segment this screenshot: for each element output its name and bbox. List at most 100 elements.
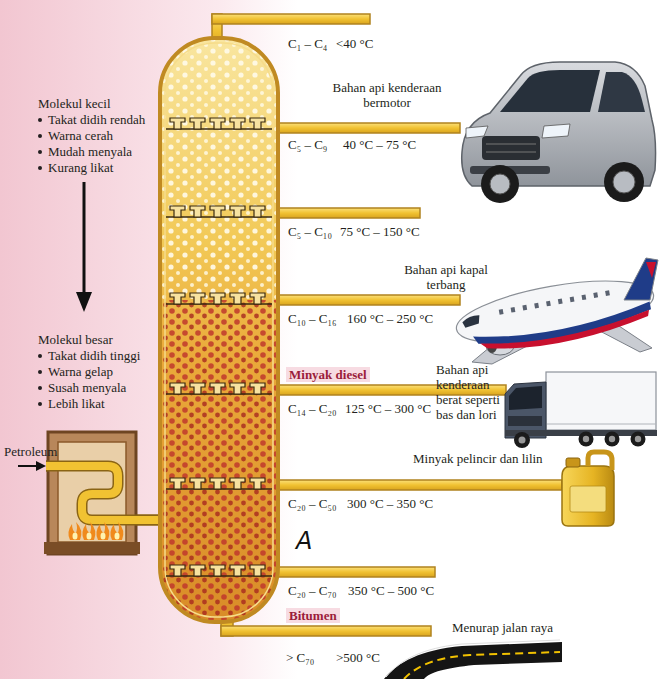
bubble-cap (170, 206, 185, 217)
bubble-cap (170, 118, 185, 129)
label-slot: A (296, 528, 312, 554)
column-label: C₂₀ – C₅₀ (288, 496, 336, 511)
label-slot: Bitumen (286, 608, 340, 623)
label-slot: Bahan api kenderaan bermotor (322, 80, 452, 110)
column-label: C₅ – C₁₀ (288, 224, 332, 239)
property-item: Lebih likat (48, 396, 105, 411)
car-illustration (462, 62, 656, 203)
label-slot: C₁₄ – C₂₀ (288, 401, 336, 416)
bubble-cap (250, 478, 265, 489)
bullet-dot (38, 118, 42, 122)
bubble-cap (250, 206, 265, 217)
bubble-cap (250, 293, 265, 304)
label-slot: C₁ – C₄ (288, 36, 327, 51)
label-slot: 350 °C – 500 °C (348, 583, 434, 598)
column-label: 125 °C – 300 °C (345, 401, 431, 416)
column-label: C₅ – C₉ (288, 137, 327, 152)
handwritten-mark: A (296, 527, 312, 555)
truck-illustration (505, 372, 657, 448)
label-slot: Warna cerah (38, 128, 113, 143)
bubble-cap (230, 565, 245, 576)
label-slot: > C₇₀ (286, 650, 314, 665)
use-caption: Bahan api kapal terbang (404, 262, 488, 292)
column-label: 300 °C – 350 °C (347, 496, 433, 511)
burner-flames (68, 522, 123, 540)
label-slot: >500 °C (336, 650, 380, 665)
bubble-cap (230, 383, 245, 394)
bubble-cap (190, 478, 205, 489)
property-item: Takat didih rendah (48, 112, 145, 127)
bullet-dot (38, 354, 42, 358)
column-label: 40 °C – 75 °C (343, 137, 416, 152)
column-label: Molekul besar (38, 332, 113, 347)
use-caption: Bahan api kenderaan bermotor (332, 80, 441, 110)
label-slot: Takat didih tinggi (38, 348, 140, 363)
property-item: Kurang likat (48, 160, 113, 175)
bullet-dot (38, 386, 42, 390)
use-caption: Bahan api kenderaan berat seperti bas da… (436, 362, 500, 422)
column-label: 75 °C – 150 °C (340, 224, 420, 239)
label-slot: Warna gelap (38, 364, 113, 379)
bullet-dot (38, 402, 42, 406)
bubble-cap (210, 293, 225, 304)
bubble-cap (170, 293, 185, 304)
bubble-cap (250, 383, 265, 394)
bubble-cap (230, 118, 245, 129)
column-label: 350 °C – 500 °C (348, 583, 434, 598)
bubble-cap (210, 206, 225, 217)
label-slot: <40 °C (336, 36, 373, 51)
bubble-cap-trays (166, 118, 272, 576)
bubble-cap (230, 293, 245, 304)
label-slot: Menurap jalan raya (452, 620, 553, 635)
bubble-cap (170, 383, 185, 394)
label-slot: Molekul kecil (38, 96, 111, 111)
product-name: Minyak diesel (286, 367, 370, 382)
bubble-cap (190, 565, 205, 576)
furnace-coil (46, 466, 162, 520)
column-label: C₁₄ – C₂₀ (288, 401, 336, 416)
label-slot: C₂₀ – C₇₀ (288, 583, 336, 598)
product-name: Bitumen (286, 608, 340, 623)
column-label: > C₇₀ (286, 650, 314, 665)
label-slot: Minyak diesel (286, 367, 370, 382)
bullet-dot (38, 134, 42, 138)
column-label: >500 °C (336, 650, 380, 665)
road-illustration (384, 640, 562, 679)
column-label: Menurap jalan raya (452, 620, 553, 635)
bubble-cap (210, 383, 225, 394)
bubble-cap (190, 206, 205, 217)
bubble-cap (250, 118, 265, 129)
label-slot: C₅ – C₉ (288, 137, 327, 152)
label-slot: C₁₀ – C₁₆ (288, 311, 336, 326)
fractionating-column (160, 38, 278, 622)
property-item: Takat didih tinggi (48, 348, 140, 363)
label-slot: 75 °C – 150 °C (340, 224, 420, 239)
column-label: C₂₀ – C₇₀ (288, 583, 336, 598)
column-label: Minyak pelincir dan lilin (413, 451, 543, 466)
label-slot: Lebih likat (38, 396, 105, 411)
bubble-cap (210, 565, 225, 576)
size-trend-arrow (76, 182, 92, 312)
label-slot: Susah menyala (38, 380, 126, 395)
label-slot: 300 °C – 350 °C (347, 496, 433, 511)
label-slot: Takat didih rendah (38, 112, 145, 127)
feed-arrow (18, 465, 44, 467)
bubble-cap (230, 206, 245, 217)
label-slot: Bahan api kapal terbang (395, 262, 497, 292)
column-label: C₁ – C₄ (288, 36, 327, 51)
bubble-cap (210, 118, 225, 129)
label-slot: Petroleum (4, 444, 57, 459)
column-label: 160 °C – 250 °C (347, 311, 433, 326)
label-slot: C₂₀ – C₅₀ (288, 496, 336, 511)
label-slot: 125 °C – 300 °C (345, 401, 431, 416)
bubble-cap (190, 383, 205, 394)
label-slot: Kurang likat (38, 160, 113, 175)
column-label: Molekul kecil (38, 96, 111, 111)
bubble-cap (230, 478, 245, 489)
column-label: Petroleum (4, 444, 57, 459)
bubble-cap (170, 565, 185, 576)
label-slot: 160 °C – 250 °C (347, 311, 433, 326)
property-item: Warna cerah (48, 128, 113, 143)
